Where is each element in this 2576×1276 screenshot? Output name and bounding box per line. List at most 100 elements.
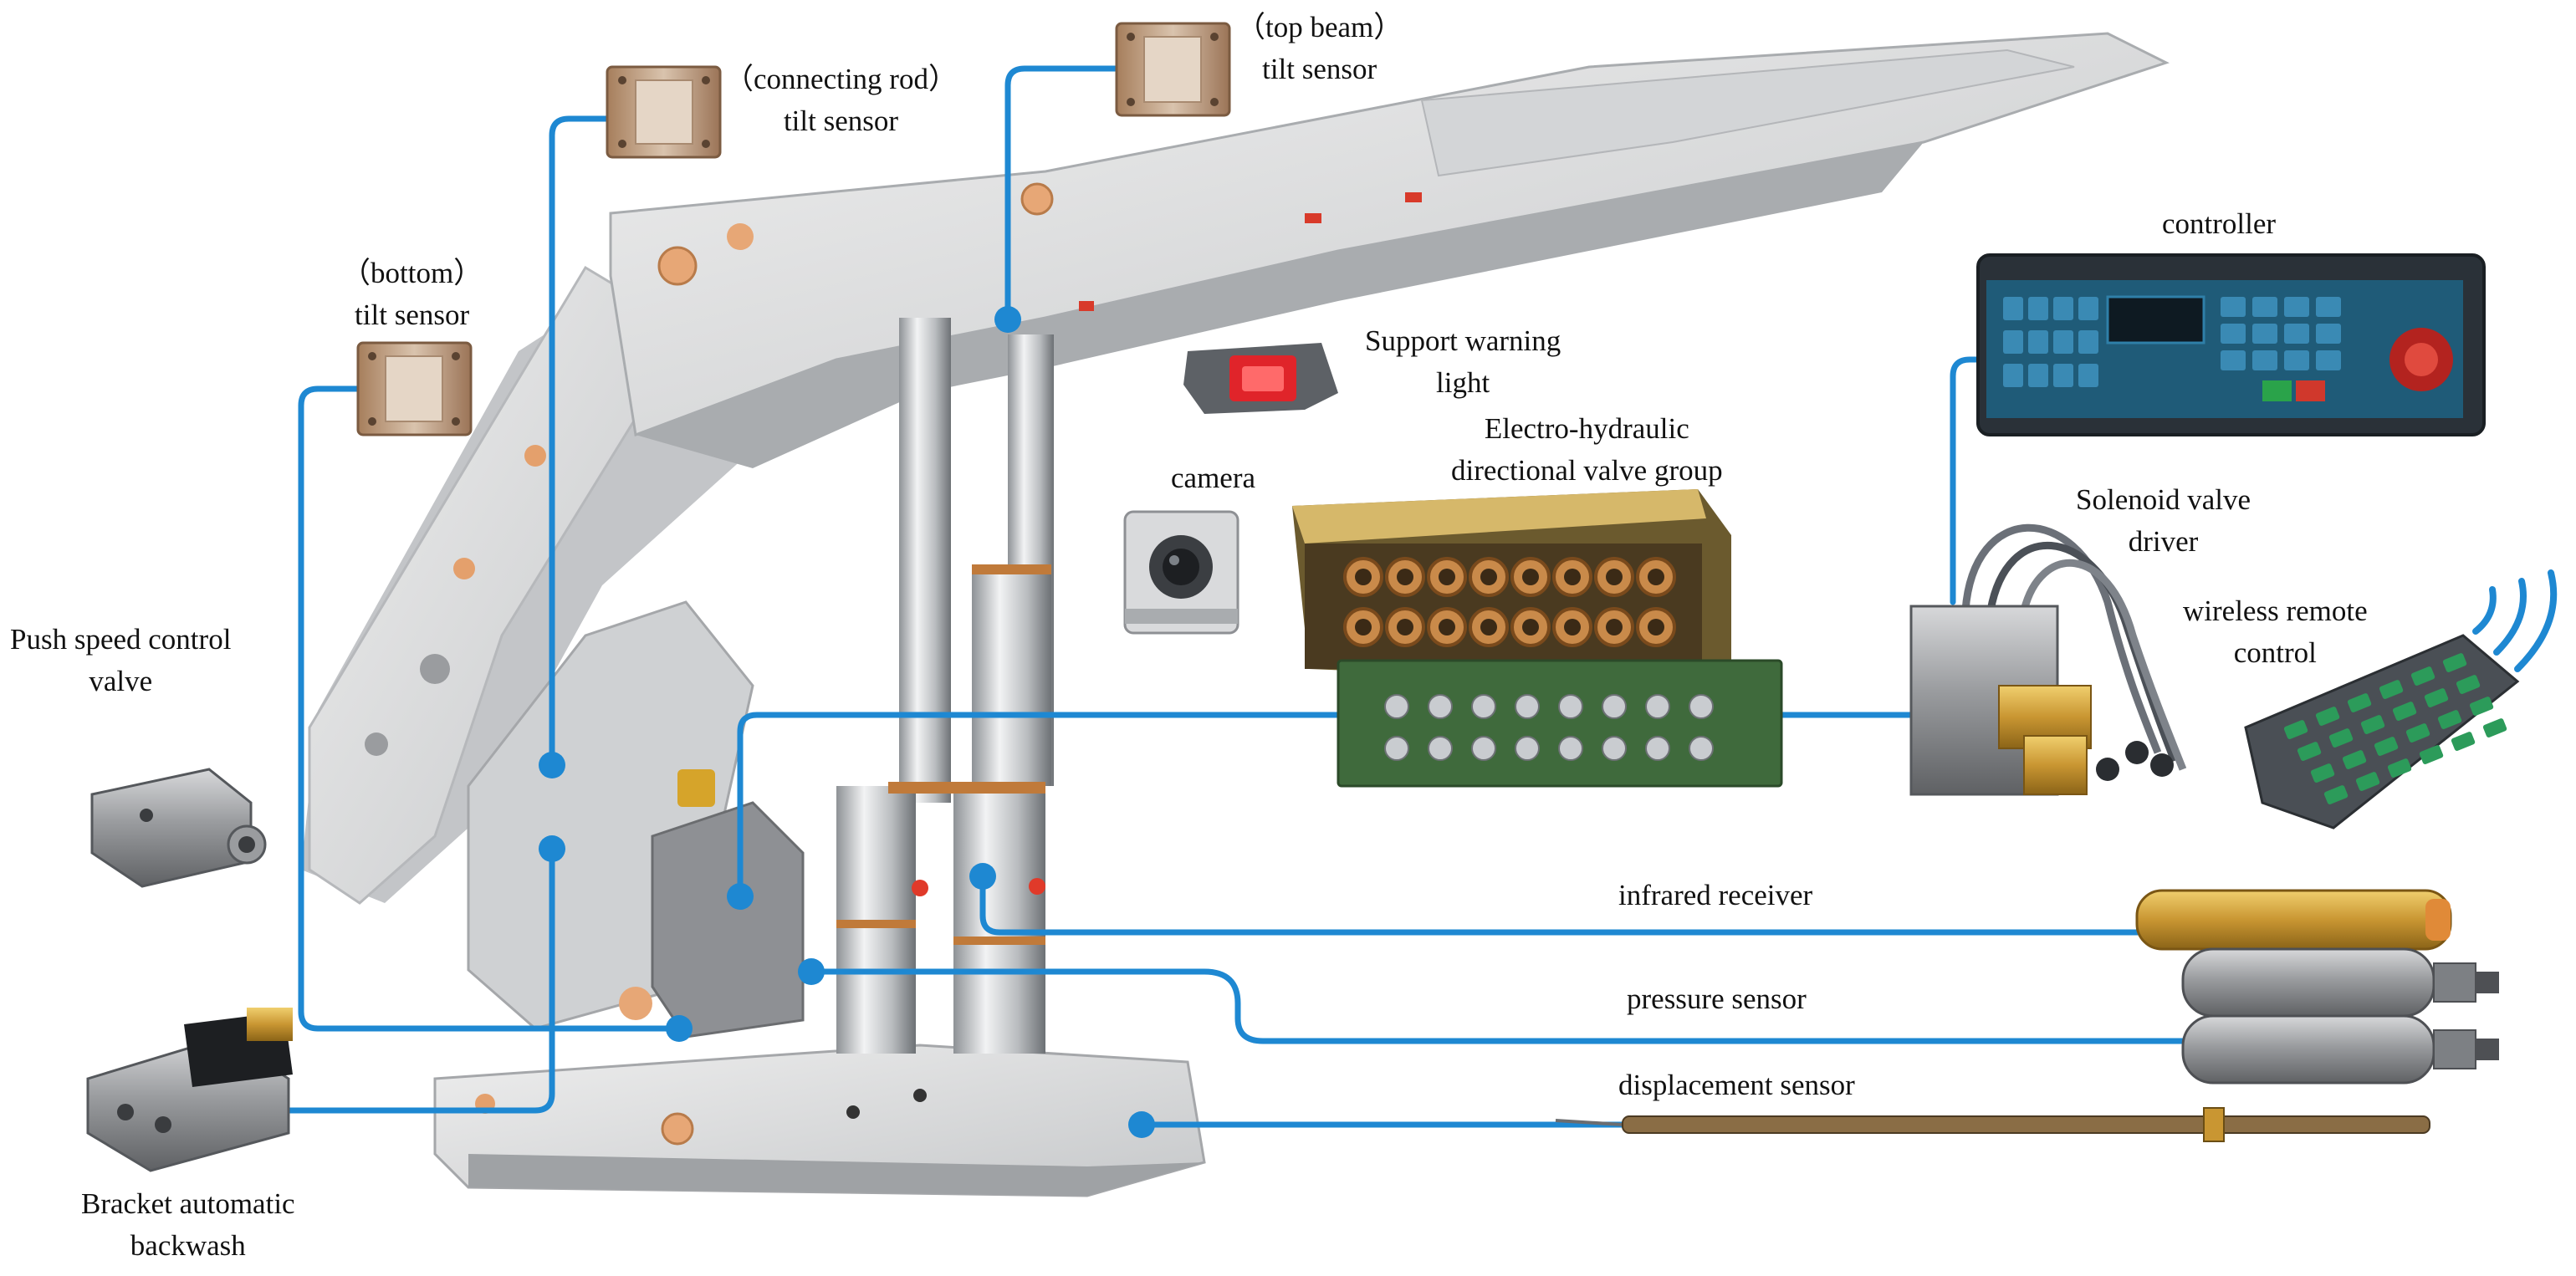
solenoid-coil-core bbox=[1397, 619, 1413, 635]
controller-key bbox=[2003, 330, 2023, 354]
support-warning-light bbox=[1183, 343, 1338, 414]
solenoid-coil-core bbox=[1480, 569, 1497, 585]
label-line: （top beam） bbox=[1236, 11, 1403, 43]
remote-key bbox=[2310, 763, 2335, 783]
label-solenoid-valve-driver: Solenoid valve driver bbox=[2076, 479, 2251, 563]
remote-key bbox=[2360, 715, 2385, 734]
controller-key bbox=[2252, 350, 2277, 370]
controller-key bbox=[2284, 324, 2309, 344]
valve-knob bbox=[1558, 694, 1583, 719]
label-push-speed-control-valve: Push speed control valve bbox=[10, 619, 231, 702]
remote-key bbox=[2347, 693, 2372, 712]
label-line: （connecting rod） bbox=[724, 63, 958, 95]
connecting-rod-tilt-sensor bbox=[606, 65, 722, 159]
hole bbox=[846, 1105, 860, 1119]
label-line: tilt sensor bbox=[1262, 53, 1377, 85]
remote-key bbox=[2410, 666, 2435, 686]
label-line: tilt sensor bbox=[355, 299, 470, 331]
red-marker bbox=[1305, 213, 1321, 223]
controller-key bbox=[2003, 364, 2023, 387]
label-line: infrared receiver bbox=[1618, 879, 1813, 911]
label-line: tilt sensor bbox=[783, 105, 899, 137]
label-bottom-tilt-sensor: （bottom） tilt sensor bbox=[341, 253, 483, 336]
pressure-sensor-lower bbox=[2181, 1014, 2499, 1085]
label-line: displacement sensor bbox=[1618, 1069, 1855, 1101]
solenoid-coils bbox=[1343, 557, 1676, 647]
hydraulic-leg-right bbox=[953, 334, 1054, 1054]
solenoid-coil-core bbox=[1522, 569, 1539, 585]
label-displacement-sensor: displacement sensor bbox=[1618, 1064, 1855, 1106]
wireless-remote-control bbox=[2244, 569, 2558, 829]
solenoid-coil-core bbox=[1522, 619, 1539, 635]
valve-knob bbox=[1428, 694, 1453, 719]
label-pressure-sensor: pressure sensor bbox=[1627, 978, 1807, 1020]
label-line: Solenoid valve bbox=[2076, 483, 2251, 516]
controller-key bbox=[2252, 297, 2277, 317]
valve-knobs bbox=[1384, 694, 1714, 761]
controller-key bbox=[2028, 297, 2048, 320]
solenoid-coil-core bbox=[1397, 569, 1413, 585]
remote-key bbox=[2379, 680, 2404, 699]
remote-key bbox=[2355, 772, 2380, 791]
yellow-valve bbox=[677, 769, 715, 807]
pin bbox=[657, 246, 698, 286]
remote-key bbox=[2342, 750, 2367, 769]
label-line: controller bbox=[2162, 207, 2277, 240]
label-valve-group: Electro-hydraulic directional valve grou… bbox=[1451, 408, 1723, 492]
label-support-warning-light: Support warning light bbox=[1365, 320, 1561, 404]
remote-key bbox=[2387, 758, 2412, 778]
hydraulic-support bbox=[301, 32, 2170, 1197]
pin bbox=[453, 558, 475, 579]
valve-knob bbox=[1515, 694, 1540, 719]
hydraulic-leg-left bbox=[836, 318, 963, 1054]
red-marker bbox=[1405, 192, 1422, 202]
red-marker bbox=[1079, 301, 1094, 311]
valve-knob bbox=[1471, 736, 1496, 761]
remote-key bbox=[2482, 718, 2507, 738]
controller-key bbox=[2316, 297, 2341, 317]
valve-knob bbox=[1428, 736, 1453, 761]
controller-key bbox=[2316, 324, 2341, 344]
controller-key bbox=[2053, 297, 2073, 320]
hole bbox=[913, 1089, 927, 1102]
valve-knob bbox=[1689, 736, 1714, 761]
solenoid-coil-core bbox=[1564, 569, 1581, 585]
bottom-tilt-sensor bbox=[356, 341, 473, 436]
valve-knob bbox=[1384, 694, 1409, 719]
remote-key bbox=[2469, 697, 2494, 716]
remote-key bbox=[2392, 702, 2417, 721]
valve-knob bbox=[1602, 736, 1627, 761]
remote-key bbox=[2297, 742, 2322, 761]
label-line: Support warning bbox=[1365, 324, 1561, 357]
line-top-beam-sensor bbox=[1004, 65, 1120, 323]
solenoid-coil-core bbox=[1648, 619, 1664, 635]
remote-key bbox=[2374, 737, 2399, 756]
controller-key bbox=[2028, 330, 2048, 354]
hole bbox=[365, 732, 388, 756]
remote-key bbox=[2315, 707, 2340, 726]
controller-key bbox=[2003, 297, 2023, 320]
controller-key bbox=[2284, 297, 2309, 317]
controller-key bbox=[2053, 364, 2073, 387]
valve-group bbox=[1292, 489, 1783, 788]
displacement-sensor bbox=[1555, 1107, 2430, 1142]
controller-key bbox=[2078, 364, 2098, 387]
pin bbox=[661, 1112, 694, 1146]
connection-dots bbox=[539, 306, 1155, 1138]
solenoid-coil-core bbox=[1480, 619, 1497, 635]
controller-key bbox=[2078, 297, 2098, 320]
bracket-automatic-backwash bbox=[86, 1008, 293, 1172]
solenoid-coil-core bbox=[1564, 619, 1581, 635]
push-mechanism bbox=[651, 801, 805, 1039]
solenoid-coil-core bbox=[1606, 619, 1623, 635]
label-line: directional valve group bbox=[1451, 454, 1723, 487]
controller-key bbox=[2078, 330, 2098, 354]
red-marker bbox=[912, 880, 928, 896]
pressure-sensor-upper bbox=[2181, 947, 2499, 1018]
label-line: Bracket automatic bbox=[81, 1187, 295, 1220]
remote-keypad bbox=[2283, 653, 2507, 804]
label-line: camera bbox=[1171, 462, 1256, 494]
valve-knob bbox=[1384, 736, 1409, 761]
red-marker bbox=[1029, 878, 1045, 895]
